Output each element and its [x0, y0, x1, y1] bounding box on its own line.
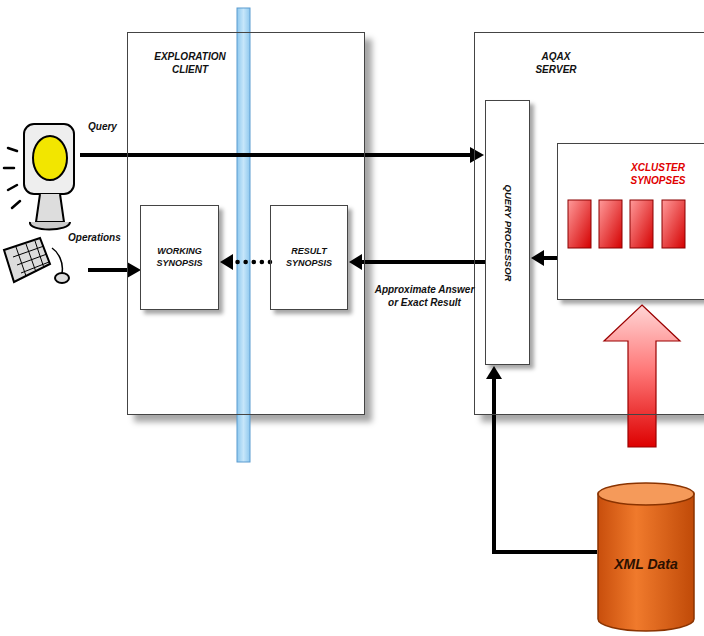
database-cylinder: XML Data	[597, 482, 695, 632]
arrow-label: Operations	[68, 232, 121, 245]
processor-box: QUERY PROCESSOR	[485, 100, 530, 365]
box-label: WORKING SYNOPSIS	[141, 246, 218, 269]
connector-line	[494, 376, 597, 552]
operations-arrow	[88, 262, 141, 278]
arrow-head	[531, 250, 544, 266]
connector	[486, 366, 597, 552]
synopsis-block	[662, 200, 685, 248]
connector	[220, 254, 270, 270]
client-panel: EXPLORATION CLIENT WORKING SYNOPSIS RESULT…	[127, 32, 365, 415]
cylinder-body	[598, 494, 694, 631]
arrow-head	[220, 254, 233, 270]
synopsis-block	[630, 200, 653, 248]
connector-line	[359, 260, 485, 264]
cylinder-top	[598, 483, 694, 505]
arrow-label: Query	[88, 121, 117, 134]
block-arrow	[604, 305, 680, 447]
connector	[349, 254, 485, 270]
panel-title: AQAX SERVER	[531, 51, 581, 76]
synopses-store: XCLUSTER SYNOPSES	[557, 143, 704, 300]
edge-label: Approximate Answer or Exact Result	[371, 284, 479, 309]
user-icon	[4, 124, 74, 283]
synopsis-block	[599, 200, 622, 248]
arrow-head	[486, 366, 502, 379]
query-arrow	[80, 147, 484, 163]
synopsis-box: WORKING SYNOPSIS	[140, 205, 219, 310]
network-divider	[237, 8, 250, 462]
connector	[531, 250, 557, 266]
panel-title: EXPLORATION CLIENT	[146, 51, 234, 76]
server-panel: AQAX SERVER QUERY PROCESSOR XCLUSTER SYNOP…	[474, 32, 704, 415]
synopsis-box: RESULT SYNOPSIS	[270, 205, 348, 310]
box-label: RESULT SYNOPSIS	[271, 246, 347, 269]
panel-title: XCLUSTER SYNOPSES	[622, 162, 694, 187]
dotted-connector	[230, 260, 270, 265]
synopsis-block	[568, 200, 591, 248]
box-label: XML Data	[597, 556, 695, 574]
box-label: QUERY PROCESSOR	[501, 133, 514, 333]
arrow-head	[349, 254, 362, 270]
load-arrow	[604, 305, 680, 447]
synopsis-blocks	[558, 144, 698, 254]
